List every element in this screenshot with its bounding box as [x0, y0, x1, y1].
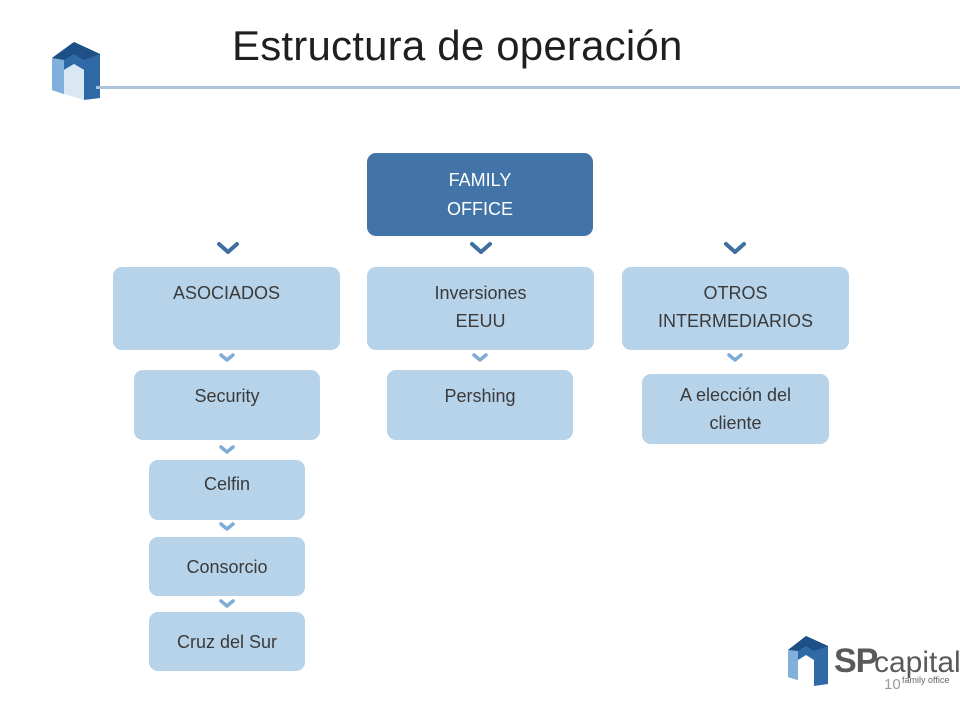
consorcio-label: Consorcio — [186, 556, 268, 577]
slide-number: 10 — [884, 676, 901, 693]
brand-tagline: family office — [902, 675, 950, 685]
asociados-node: ASOCIADOS — [113, 267, 340, 350]
chevron-down-icon — [472, 353, 488, 362]
cliente-label: A elección del cliente — [679, 385, 792, 433]
brand-logo-icon — [788, 636, 828, 686]
chevron-down-icon — [219, 522, 235, 531]
family-office-node: FAMILY OFFICE — [367, 153, 593, 236]
title-divider — [96, 86, 960, 89]
chevron-down-icon — [219, 445, 235, 454]
chevron-down-icon — [217, 242, 239, 254]
celfin-node: Celfin — [149, 460, 305, 520]
chevron-down-icon — [470, 242, 492, 254]
asociados-label: ASOCIADOS — [172, 283, 281, 303]
family-office-label: FAMILY OFFICE — [447, 169, 513, 219]
security-node: Security — [134, 370, 320, 440]
chevron-down-icon — [724, 242, 746, 254]
security-label: Security — [194, 386, 260, 406]
consorcio-node: Consorcio — [149, 537, 305, 596]
page-title: Estructura de operación — [232, 22, 683, 69]
celfin-label: Celfin — [203, 474, 251, 494]
otros-intermediarios-node: OTROS INTERMEDIARIOS — [622, 267, 849, 350]
chevron-down-icon — [219, 353, 235, 362]
otros-intermediarios-label: OTROS INTERMEDIARIOS — [657, 283, 813, 331]
inversiones-eeuu-label: Inversiones EEUU — [434, 283, 527, 331]
brand-capital: capital — [874, 646, 960, 679]
logo-icon — [52, 42, 100, 100]
cruz-del-sur-node: Cruz del Sur — [149, 612, 305, 671]
chevron-down-icon — [727, 353, 743, 362]
pershing-label: Pershing — [444, 386, 516, 406]
brand-sp: SP — [834, 642, 878, 680]
chevron-down-icon — [219, 599, 235, 608]
inversiones-eeuu-node: Inversiones EEUU — [367, 267, 594, 350]
pershing-node: Pershing — [387, 370, 573, 440]
cliente-node: A elección del cliente — [642, 374, 829, 444]
cruz-del-sur-label: Cruz del Sur — [176, 631, 278, 652]
